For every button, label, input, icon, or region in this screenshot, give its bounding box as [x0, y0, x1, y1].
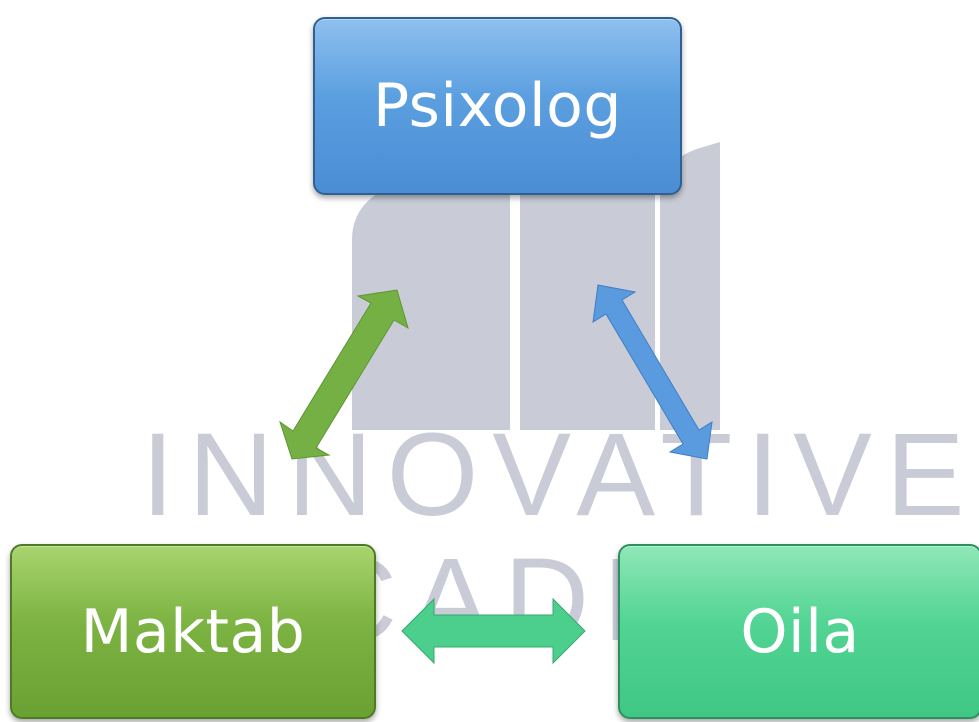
- node-maktab: Maktab: [10, 544, 376, 719]
- watermark-logo: [352, 118, 720, 430]
- node-psixolog: Psixolog: [313, 17, 682, 195]
- watermark-text-line1: INNOVATIVE: [141, 409, 978, 541]
- watermark-bar-1: [352, 160, 510, 430]
- arrow-maktab-oila: [401, 597, 586, 665]
- watermark-bar-3: [660, 142, 720, 430]
- node-psixolog-label: Psixolog: [373, 71, 622, 141]
- node-oila: Oila: [618, 544, 979, 719]
- arrow-maktab-psixolog: [279, 289, 409, 460]
- watermark-bar-2: [520, 118, 655, 430]
- node-maktab-label: Maktab: [80, 596, 306, 667]
- node-oila-label: Oila: [740, 596, 860, 667]
- arrow-oila-psixolog: [592, 284, 713, 460]
